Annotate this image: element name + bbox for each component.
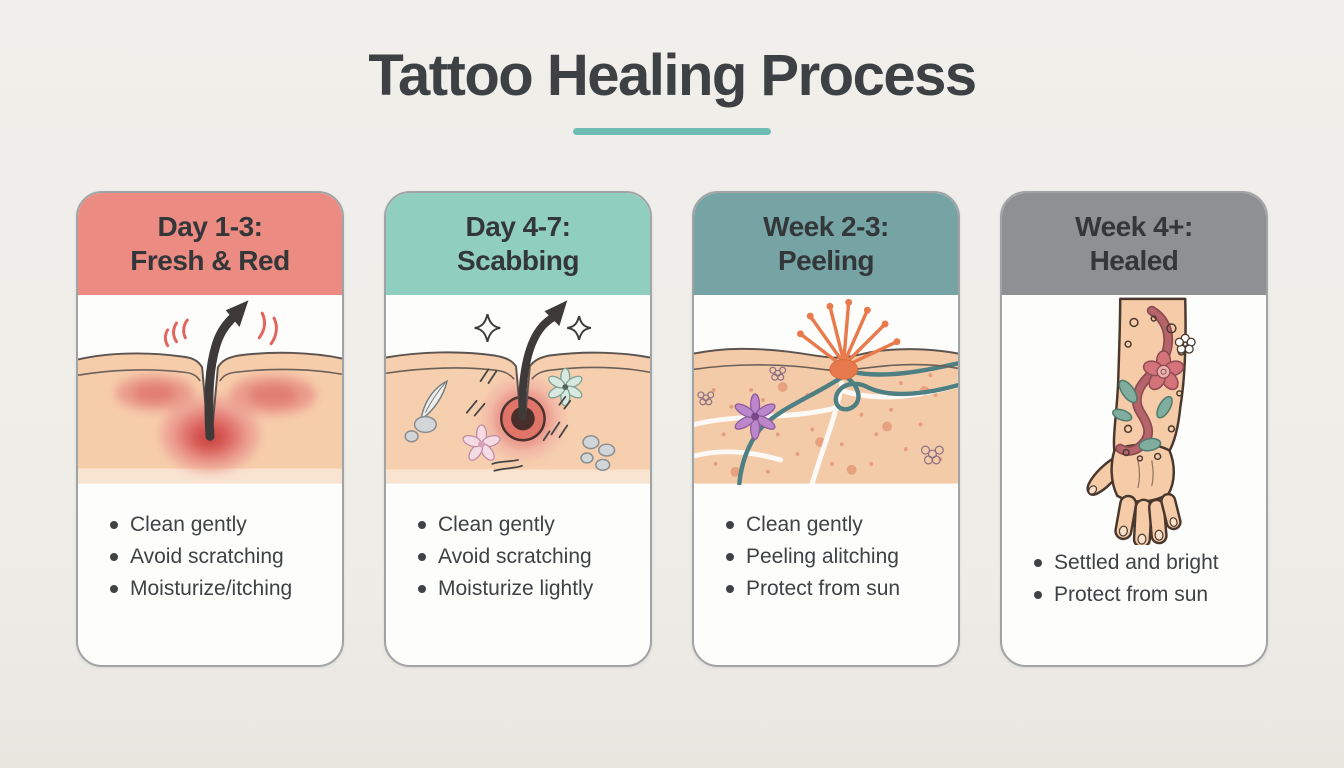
peeling-burst — [796, 298, 901, 380]
card-title-line2: Healed — [1089, 244, 1179, 276]
card-title-line1: Week 2-3: — [763, 210, 889, 242]
card-title-line1: Day 4-7: — [465, 210, 571, 242]
bullet-item: Protect from sun — [1032, 579, 1252, 611]
bullet-item: Protect from sun — [724, 573, 944, 605]
needle-arrow — [518, 312, 558, 421]
skin-dots — [711, 373, 943, 474]
cluster-doodles — [697, 366, 944, 465]
peeling-illustration — [694, 295, 958, 485]
irritation-marks — [163, 311, 278, 347]
card-week-4-healed: Week 4+: Healed — [1000, 190, 1268, 667]
healed-arm-illustration — [1002, 295, 1266, 545]
card-day-4-7-scabbing: Day 4-7: Scabbing — [384, 190, 652, 667]
bullet-item: Moisturize lightly — [416, 573, 636, 605]
mint-flower — [548, 367, 583, 407]
bullet-item: Clean gently — [724, 509, 944, 541]
card-title-line2: Fresh & Red — [130, 244, 290, 276]
card-header-healed: Week 4+: Healed — [1002, 192, 1266, 295]
fingernails — [1088, 485, 1178, 545]
card-day-1-3-fresh-red: Day 1-3: Fresh & Red — [76, 190, 344, 667]
bullet-item: Clean gently — [108, 509, 328, 541]
care-bullets: Clean gently Peeling alitching Protect f… — [694, 485, 958, 605]
bullet-item: Avoid scratching — [416, 541, 636, 573]
bullet-item: Avoid scratching — [108, 541, 328, 573]
pink-flower — [462, 424, 501, 461]
card-header-fresh-red: Day 1-3: Fresh & Red — [78, 192, 342, 295]
tattoo-vine — [1115, 305, 1174, 456]
tattoo-leaves — [1112, 379, 1173, 452]
pebbles — [404, 415, 616, 471]
page-title: Tattoo Healing Process — [368, 43, 977, 108]
bullet-item: Moisturize/itching — [108, 573, 328, 605]
card-header-peeling: Week 2-3: Peeling — [694, 192, 958, 295]
inflammation-blobs — [115, 375, 317, 472]
fresh-red-illustration — [78, 295, 342, 485]
care-bullets: Clean gently Avoid scratching Moisturize… — [78, 485, 342, 605]
card-title-line1: Day 1-3: — [157, 210, 263, 242]
bullet-item: Clean gently — [416, 509, 636, 541]
bullet-item: Peeling alitching — [724, 541, 944, 573]
bullet-item: Settled and bright — [1032, 547, 1252, 579]
healing-stage-cards: Day 1-3: Fresh & Red — [0, 190, 1344, 667]
hand-lines — [1137, 460, 1154, 488]
care-bullets: Settled and bright Protect from sun — [1002, 545, 1266, 611]
card-title-line2: Scabbing — [456, 244, 580, 276]
purple-flower — [734, 393, 776, 440]
title-underline-bar — [573, 127, 771, 135]
card-week-2-3-peeling: Week 2-3: Peeling — [692, 190, 960, 667]
feather-doodle — [420, 379, 449, 419]
scratch-marks — [465, 368, 572, 472]
tattoo-flower — [1142, 350, 1185, 390]
white-flower-doodle — [1174, 333, 1196, 354]
scabbing-illustration — [386, 295, 650, 485]
card-title-line2: Peeling — [777, 244, 875, 276]
sparkle-icons — [474, 313, 592, 342]
needle-arrow — [204, 311, 240, 441]
card-title-line1: Week 4+: — [1075, 210, 1193, 242]
care-bullets: Clean gently Avoid scratching Moisturize… — [386, 485, 650, 605]
card-header-scabbing: Day 4-7: Scabbing — [386, 192, 650, 295]
